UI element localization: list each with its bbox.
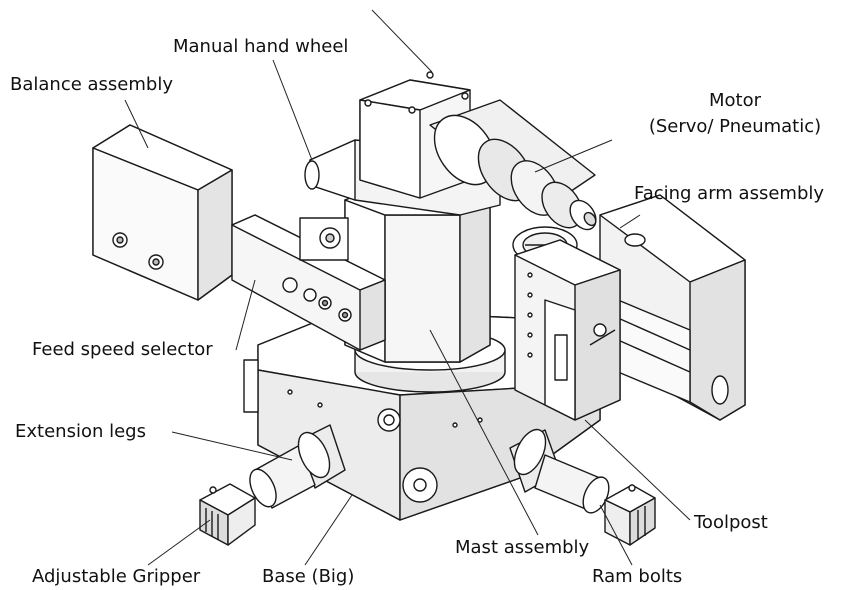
leader-base-big bbox=[304, 494, 353, 566]
leader-adjustable-gripper bbox=[147, 519, 211, 566]
label-extension-legs: Extension legs bbox=[15, 421, 146, 442]
label-ram-bolts: Ram bolts bbox=[592, 566, 683, 587]
label-motor-line1: Motor bbox=[708, 90, 761, 111]
label-base-big: Base (Big) bbox=[262, 566, 355, 587]
gripper-right bbox=[604, 484, 656, 546]
leader-mast-assembly bbox=[429, 329, 539, 536]
feed-bar bbox=[231, 214, 386, 351]
label-adjustable-gripper: Adjustable Gripper bbox=[32, 566, 201, 587]
hand-wheel-knob bbox=[304, 160, 320, 190]
leader-extension-legs bbox=[171, 431, 293, 461]
label-motor-line2: (Servo/ Pneumatic) bbox=[648, 116, 822, 137]
label-manual-hand-wheel: Manual hand wheel bbox=[173, 36, 349, 57]
motor bbox=[429, 99, 597, 231]
extension-leg-left bbox=[249, 424, 346, 509]
leader-manual-hand-wheel bbox=[272, 59, 313, 161]
label-motor: Motor (Servo/ Pneumatic) bbox=[630, 90, 840, 138]
leader-top bbox=[371, 9, 433, 73]
gripper-left bbox=[199, 483, 256, 546]
label-mast-assembly: Mast assembly bbox=[455, 537, 590, 558]
leader-feed-speed-selector bbox=[235, 279, 256, 351]
leader-lines bbox=[124, 9, 691, 566]
label-toolpost: Toolpost bbox=[694, 512, 768, 533]
balance-assembly bbox=[92, 124, 233, 301]
label-balance-assembly: Balance assembly bbox=[10, 74, 173, 95]
leader-balance-assembly bbox=[124, 99, 149, 149]
leader-toolpost bbox=[584, 419, 691, 521]
leader-motor bbox=[534, 139, 613, 173]
extension-leg-right bbox=[509, 428, 610, 514]
facing-arm-assembly bbox=[599, 194, 746, 421]
leader-facing-arm bbox=[619, 214, 641, 229]
label-facing-arm-assembly: Facing arm assembly bbox=[634, 183, 825, 204]
base-holes bbox=[287, 389, 483, 503]
leader-ram-bolts bbox=[599, 504, 633, 566]
label-feed-speed-selector: Feed speed selector bbox=[32, 339, 213, 360]
toolpost bbox=[514, 239, 621, 421]
